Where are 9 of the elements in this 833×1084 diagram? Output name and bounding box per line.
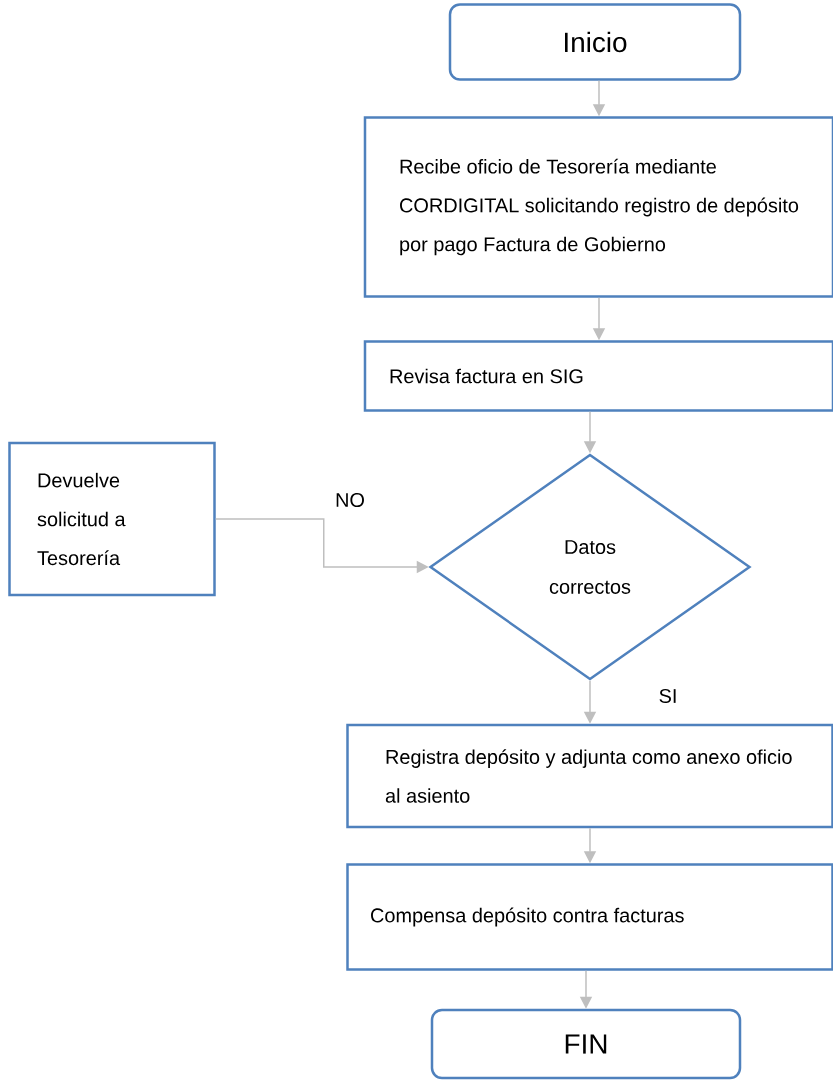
process-box: Compensa depósito contra facturas bbox=[346, 863, 833, 971]
process-box: Recibe oficio de Tesorería mediante CORDIGITAL solicitando registro de depósito por pago Factura de Gobierno bbox=[363, 116, 833, 298]
edge-label: SI bbox=[657, 687, 679, 705]
edge-label: NO bbox=[334, 491, 366, 509]
start-terminal: Inicio bbox=[448, 3, 742, 81]
end-terminal: FIN bbox=[430, 1008, 742, 1080]
process-box: Registra depósito y adjunta como anexo oficio al asiento bbox=[346, 723, 833, 829]
process-box: Revisa factura en SIG bbox=[363, 340, 833, 412]
process-box: Devuelve solicitud a Tesorería bbox=[8, 441, 216, 597]
